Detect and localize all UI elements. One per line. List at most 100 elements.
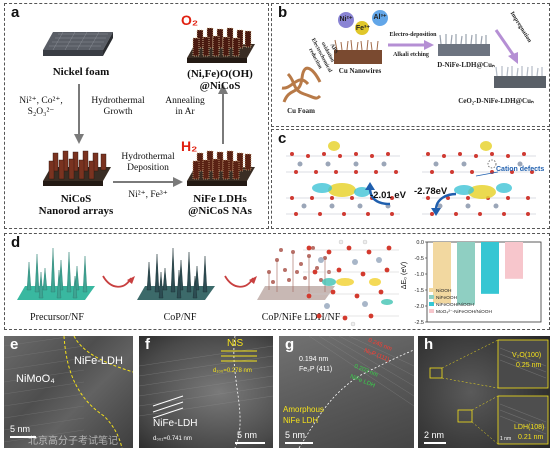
nife-oooh-nanorod-image: [187, 27, 255, 63]
fe2p-spacing-label: 0.194 nm: [299, 356, 329, 363]
ions-image: [338, 10, 388, 35]
ldh-h-label: LDH(108): [514, 424, 545, 431]
bar-2: [481, 242, 499, 294]
reagents-left-label: Ni²⁺, Co²⁺, S₂O₃²⁻: [19, 96, 63, 117]
scale-label-f: 5 nm: [237, 430, 258, 440]
amorphous-label: Amorphous NiFe LDH: [283, 405, 324, 425]
alkali-etching-label: Alkali etching: [393, 52, 429, 58]
arrow-right-icon: [113, 177, 183, 187]
panel-label-b: b: [276, 4, 290, 21]
v2o-spacing-label: 0.25 nm: [516, 362, 542, 369]
panel-c: c: [271, 129, 550, 229]
hydrothermal-growth-label: Hydrothermal Growth: [91, 96, 145, 117]
cu-nanowires-label: Cu Nanowires: [338, 67, 382, 75]
y-tick-label: -1.0: [415, 272, 424, 278]
bar-chart: 0.0 -0.5 -1.0 -1.5 -2.0 -2.5 NiOOHNiFeOOHNiFeO…: [415, 240, 542, 326]
y-tick-label: -2.5: [415, 320, 424, 326]
arrow-down-icon: [74, 84, 84, 144]
cation-defects-label: Cation defects: [496, 166, 545, 173]
precursor-nf-image: [17, 247, 95, 300]
panel-label-e: e: [10, 336, 19, 353]
panel-d: d Precursor/NF CoP/NF: [4, 233, 550, 330]
precursor-label: Precursor/NF: [30, 312, 84, 323]
nife-ldh-label: NiFe LDHs @NiCoS NAs: [188, 193, 252, 217]
gas-h2-label: H₂: [181, 138, 198, 154]
ceo2-label: CeO₂-D-NiFe-LDH@Cuₙ: [458, 97, 534, 105]
cop-ldh-label: CoP/NiFe LDH/NF: [261, 312, 341, 323]
nickel-foam-image: [43, 31, 113, 56]
tem-h-image: [429, 339, 549, 445]
hydrothermal-deposition-label: Hydrothermal Deposition: [121, 152, 175, 173]
scale-label-h: 2 nm: [424, 430, 445, 440]
nicos-label: NiCoS Nanorod arrays: [38, 193, 114, 217]
watermark-text: 北京高分子考试笔记: [28, 436, 118, 447]
legend-swatch-2: [429, 302, 434, 306]
panel-e: e NiMoO₄ NiFe-LDH 5 nm 北京高分子考试笔记: [4, 336, 133, 448]
scale-bar-g: [285, 442, 313, 444]
arrow-up-icon: [218, 84, 228, 144]
panel-label-h: h: [424, 336, 434, 353]
bar-1: [457, 242, 475, 305]
nis-label: NiS: [227, 338, 244, 349]
y-tick-label: -2.0: [415, 304, 424, 310]
panel-g: g 0.194 nm Fe₂P (411) Amorphous NiFe LDH…: [279, 336, 414, 448]
tem-e-nife-ldh-label: NiFe-LDH: [74, 355, 123, 367]
d-nife-ldh-image: [438, 34, 490, 56]
fe2p-label: Fe₂P (411): [299, 366, 333, 373]
scale-bar-e: [10, 436, 36, 438]
nimoo4-label: NiMoO₄: [16, 373, 55, 385]
y-tick-label: 0.0: [416, 240, 424, 246]
y-tick-label: -0.5: [415, 256, 424, 262]
cop-nf-image: [137, 247, 215, 300]
molecular-structure-image: [303, 239, 399, 327]
panel-label-g: g: [285, 336, 295, 353]
y-tick-label: -1.5: [415, 288, 424, 294]
cation-defect-pointer-icon: [475, 171, 499, 177]
gas-o2-label: O₂: [181, 12, 199, 28]
legend-swatch-0: [429, 288, 434, 292]
scale-bar-h: [424, 442, 446, 444]
panel-b: b Ni²⁺ Fe³⁺ Al³⁺ Cu Nanowires Electro-de…: [271, 3, 550, 127]
legend-swatch-3: [429, 309, 434, 313]
bar-3: [505, 242, 523, 279]
tem-g-lattice-image: [298, 336, 414, 448]
cop-label: CoP/NF: [163, 312, 197, 323]
crystal-structure-left: [286, 141, 400, 216]
nis-spacing-label: d₁₀₀=0.278 nm: [213, 368, 252, 374]
arrow-electrodeposition-icon: [388, 40, 434, 50]
panel-f: f NiS d₁₀₀=0.278 nm NiFe-LDH d₀₀₁=0.741 …: [139, 336, 273, 448]
cu-foam-image: [281, 66, 322, 103]
panel-label-c: c: [276, 130, 289, 147]
tem-f-nife-ldh-label: NiFe-LDH: [153, 418, 198, 429]
ldh-spacing-label: d₀₀₁=0.741 nm: [153, 436, 192, 442]
reagents-bottom-label: Ni²⁺, Fe³⁺: [128, 190, 168, 200]
energy-arrow-right-icon: [431, 192, 457, 216]
legend-label-2: NiFeOOH/NiOOH: [436, 302, 474, 308]
tem-e-lattice-image: [4, 336, 133, 448]
panel-label-a: a: [9, 4, 22, 21]
bar-0: [433, 242, 451, 304]
panel-h: h V₂O(100) 0.25 nm LDH(108) 0.21 nm 1 nm…: [418, 336, 550, 448]
ion-al-label: Al³⁺: [373, 14, 387, 21]
legend-label-1: NiFeOOH: [436, 295, 458, 301]
ldh-h-spacing-label: 0.21 nm: [518, 434, 544, 441]
panel-a: a Nickel foam Hydrothermal Growth Ni²⁺, …: [4, 3, 269, 229]
legend-label-0: NiOOH: [436, 288, 452, 294]
inset-scale-label: 1 nm: [500, 436, 512, 442]
nicos-nanorod-image: [43, 150, 111, 186]
ion-ni-label: Ni²⁺: [339, 16, 353, 23]
energy-left-label: -2.01 eV: [370, 190, 406, 201]
arrow-curve-2-icon: [224, 275, 257, 288]
legend-swatch-1: [429, 295, 434, 299]
scale-bar-f: [235, 442, 265, 444]
scale-label-e: 5 nm: [10, 424, 31, 434]
panel-label-f: f: [145, 336, 150, 353]
arrow-curve-1-icon: [102, 275, 135, 288]
energy-right-label: -2.78eV: [414, 186, 448, 197]
v2o-label: V₂O(100): [512, 352, 542, 359]
panel-label-d: d: [9, 234, 23, 251]
cop-nife-ldh-image: [257, 246, 335, 300]
tem-f-lattice-image: [139, 336, 273, 448]
arrow-impregnation-icon: [494, 29, 518, 64]
nife-ldh-nanorod-image: [187, 150, 255, 186]
